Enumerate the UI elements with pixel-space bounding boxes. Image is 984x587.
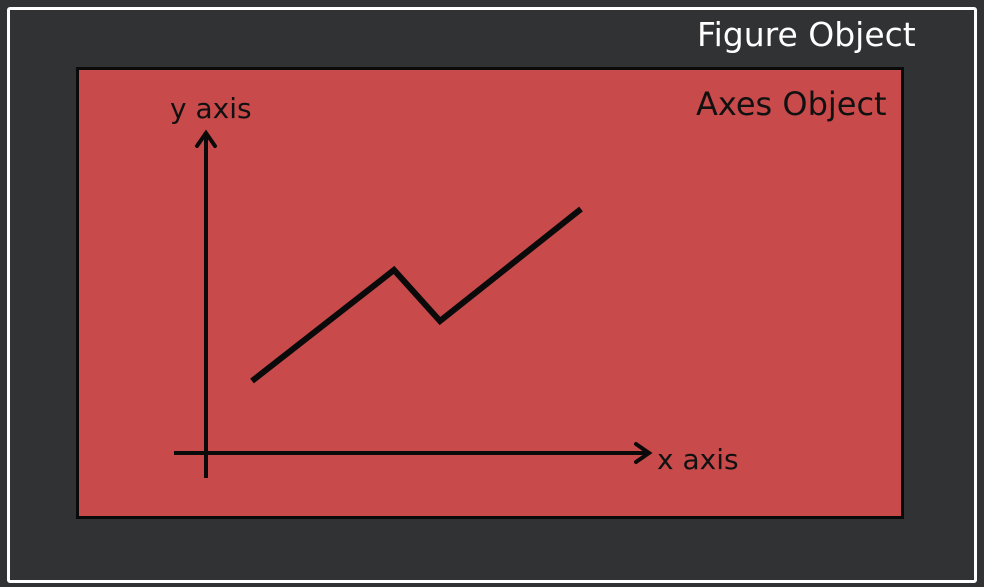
figure-object-label: Figure Object [697, 15, 916, 54]
y-axis-label: y axis [170, 92, 252, 125]
axes-object-frame [76, 67, 904, 519]
axes-object-label: Axes Object [696, 85, 887, 123]
x-axis-label: x axis [657, 443, 739, 476]
